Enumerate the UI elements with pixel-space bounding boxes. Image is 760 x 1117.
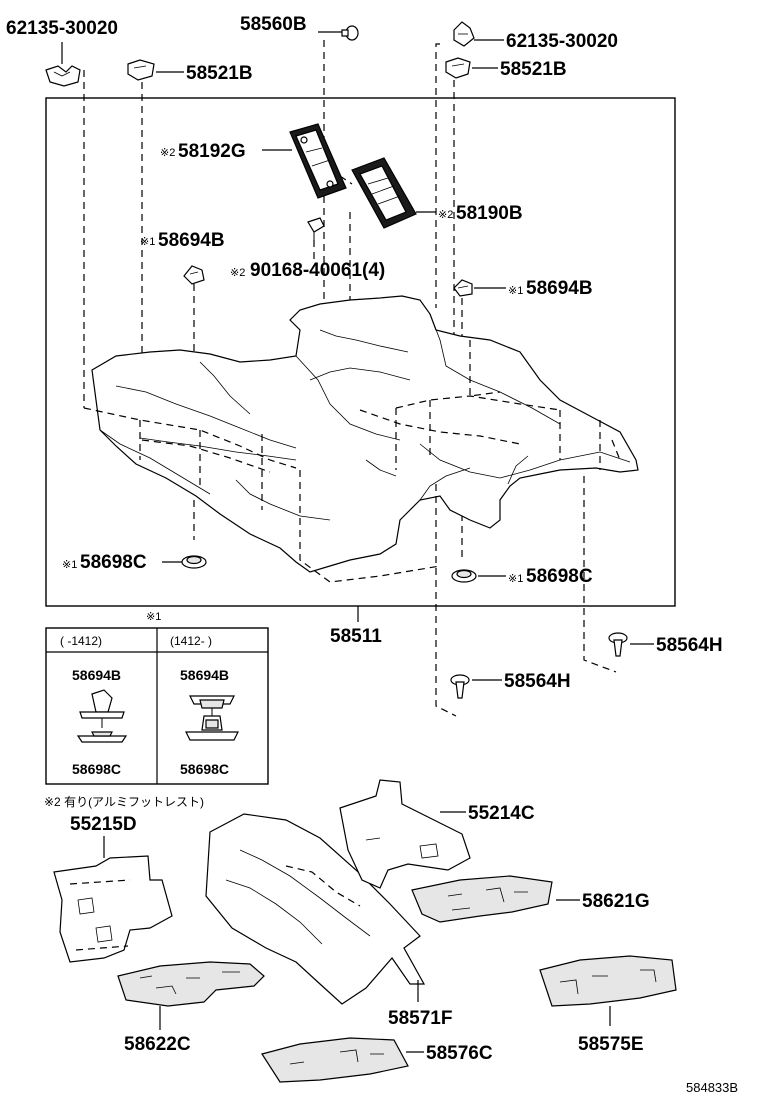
clip-left-icon xyxy=(45,65,81,87)
legend-col1-header: ( -1412) xyxy=(60,634,102,648)
mat-rear-center-icon xyxy=(261,1037,409,1083)
mat-rear-center-label: 58576C xyxy=(426,1043,493,1064)
pad-top-icon xyxy=(341,25,359,41)
silencer-rear-left-icon xyxy=(53,855,173,963)
clip-left-label: 62135-30020 xyxy=(6,18,118,39)
note1-marker-b: ※1 xyxy=(508,285,523,297)
carpet-guide-f xyxy=(395,400,601,470)
clip-cover-right-icon xyxy=(445,57,471,79)
diagram-code: 584833B xyxy=(686,1080,738,1095)
carpet-guide-a xyxy=(83,407,297,469)
carpet-guide-h xyxy=(469,340,501,397)
legend-col1-grommet-icon xyxy=(76,731,128,743)
carpet-guide-g xyxy=(299,470,441,583)
grommet-right-icon xyxy=(451,569,477,583)
note1-marker-d: ※1 xyxy=(508,573,523,585)
note2-marker-c: ※2 xyxy=(230,267,245,279)
legend-col2-top: 58694B xyxy=(180,667,229,683)
grommet-right-label: 58698C xyxy=(526,566,593,587)
clip-cover-right-label: 58521B xyxy=(500,59,567,80)
fastener-lower-guide xyxy=(435,484,457,717)
legend-col1-top: 58694B xyxy=(72,667,121,683)
silencer-rear-left-label: 55215D xyxy=(70,814,137,835)
note2-marker-b: ※2 xyxy=(438,209,453,221)
heel-pad-dark-label: 58192G xyxy=(178,141,246,162)
legend-col2-hook-icon xyxy=(189,695,235,716)
carpet-guide-c xyxy=(395,395,561,411)
carpet-guide-e xyxy=(139,420,263,510)
note2-marker: ※2 xyxy=(160,147,175,159)
carpet-guide-i xyxy=(611,439,621,461)
legend-col2-bottom: 58698C xyxy=(180,761,229,777)
hook-left-label: 58694B xyxy=(158,230,225,251)
pad-top-label: 58560B xyxy=(240,14,307,35)
fastener-right-guide xyxy=(583,476,617,673)
carpet-assembly-frame xyxy=(45,97,676,607)
fastener-lower-label: 58564H xyxy=(504,671,571,692)
hook-right-icon xyxy=(453,279,473,297)
fastener-lower-icon xyxy=(450,674,470,699)
fastener-right-icon xyxy=(608,632,628,657)
silencer-rear-right-icon xyxy=(339,779,471,889)
floor-mat-front-right-label: 58621G xyxy=(582,891,650,912)
legend-col1-hook-icon xyxy=(79,689,125,728)
carpet-guide-b xyxy=(141,439,271,473)
screw-icon xyxy=(307,217,325,240)
note1-marker: ※1 xyxy=(140,236,155,248)
plate-guide-a xyxy=(339,175,353,185)
grommet-left-icon xyxy=(181,555,207,569)
legend-col1-bottom: 58698C xyxy=(72,761,121,777)
floor-mat-front-left-icon xyxy=(117,961,265,1007)
note1-marker-c: ※1 xyxy=(62,559,77,571)
footnote: ※2 有り(アルミフットレスト) xyxy=(44,795,204,809)
mat-rear-label: 58575E xyxy=(578,1034,644,1055)
clip-right-label: 62135-30020 xyxy=(506,31,618,52)
screw-label: 90168-40061(4) xyxy=(250,260,385,281)
hook-right-label: 58694B xyxy=(526,278,593,299)
legend-col2-header: (1412- ) xyxy=(170,634,212,648)
carpet-guide-d xyxy=(359,409,521,445)
silencer-rear-right-label: 55214C xyxy=(468,803,535,824)
heel-pad-dark-icon xyxy=(289,123,347,199)
legend-title: ※1 xyxy=(146,611,161,623)
clip-right-guide xyxy=(435,43,440,308)
heel-pad-plate-icon xyxy=(351,157,417,229)
tunnel-silencer-label: 58571F xyxy=(388,1008,452,1029)
heel-pad-plate-label: 58190B xyxy=(456,203,523,224)
grommet-left-label: 58698C xyxy=(80,552,147,573)
fastener-right-label: 58564H xyxy=(656,635,723,656)
legend-col2-grommet-icon xyxy=(185,715,239,741)
floor-mat-front-right-icon xyxy=(411,875,553,923)
carpet-main-icon xyxy=(91,295,639,573)
clip-cover-left-label: 58521B xyxy=(186,63,253,84)
tunnel-silencer-icon xyxy=(205,813,426,1005)
floor-mat-front-left-label: 58622C xyxy=(124,1034,191,1055)
clip-cover-left-icon xyxy=(127,59,155,81)
clip-right-icon xyxy=(453,21,475,47)
mat-rear-icon xyxy=(539,955,677,1007)
hook-left-icon xyxy=(183,265,205,285)
carpet-main-label: 58511 xyxy=(330,626,382,647)
